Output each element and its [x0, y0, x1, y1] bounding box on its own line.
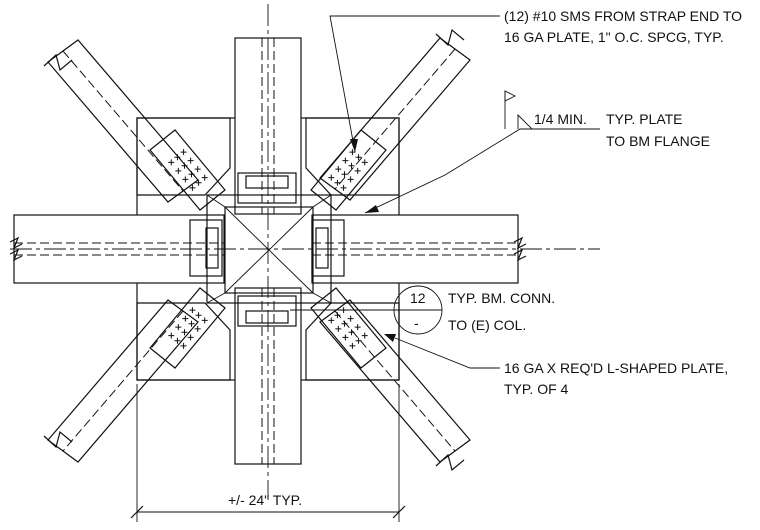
- sms-screw-mark: [175, 324, 182, 331]
- sms-screw-mark: [187, 157, 194, 164]
- centerlines: [10, 4, 600, 500]
- sms-screw-mark: [340, 184, 347, 191]
- sms-screw-mark: [188, 171, 195, 178]
- sms-screw-mark: [355, 337, 362, 344]
- sms-screw-mark: [349, 149, 356, 156]
- strap-nw: [43, 39, 199, 203]
- sms-screw-mark: [182, 176, 189, 183]
- sms-screw-mark: [354, 167, 361, 174]
- weld-size-text: 1/4 MIN.: [534, 111, 587, 127]
- leader-weld: [364, 90, 600, 214]
- l-plate-sw: [136, 287, 231, 381]
- sms-screw-mark: [175, 167, 182, 174]
- note-sms-line1: (12) #10 SMS FROM STRAP END TO: [504, 8, 742, 24]
- sms-screw-mark: [174, 154, 181, 161]
- leader-sms: [329, 15, 500, 153]
- sms-screw-mark: [180, 149, 187, 156]
- dimension-24in: +/- 24" TYP.: [130, 384, 406, 522]
- sms-screw-mark: [342, 157, 349, 164]
- sms-screw-mark: [174, 337, 181, 344]
- callout-sheet: -: [414, 315, 419, 331]
- sms-screw-mark: [348, 162, 355, 169]
- l-plate-nw: [136, 117, 231, 211]
- sms-screw-mark: [195, 312, 202, 319]
- sms-screw-mark: [189, 307, 196, 314]
- sms-screw-mark: [188, 320, 195, 327]
- sms-screw-mark: [181, 162, 188, 169]
- sms-screw-mark: [334, 312, 341, 319]
- sms-screw-mark: [328, 174, 335, 181]
- sms-screw-mark: [341, 320, 348, 327]
- sms-screw-mark: [347, 176, 354, 183]
- note-plate-line2: TYP. OF 4: [504, 381, 569, 397]
- note-weld-line2: TO BM FLANGE: [606, 133, 710, 149]
- sms-screw-mark: [342, 334, 349, 341]
- sms-screw-pattern: [168, 149, 368, 349]
- note-conn-line2: TO (E) COL.: [448, 317, 526, 333]
- dimension-text: +/- 24" TYP.: [228, 492, 302, 508]
- sms-screw-mark: [355, 154, 362, 161]
- sms-screw-mark: [180, 342, 187, 349]
- sms-screw-mark: [361, 159, 368, 166]
- sms-screw-mark: [201, 317, 208, 324]
- sms-screw-mark: [354, 324, 361, 331]
- sms-screw-mark: [182, 315, 189, 322]
- l-plate-se: [305, 287, 400, 381]
- sms-screw-mark: [341, 171, 348, 178]
- note-conn-line1: TYP. BM. CONN.: [448, 290, 555, 306]
- note-plate-line1: 16 GA X REQ'D L-SHAPED PLATE,: [504, 360, 728, 376]
- sms-screw-mark: [194, 166, 201, 173]
- note-weld-line1: TYP. PLATE: [606, 111, 683, 127]
- sms-screw-mark: [335, 166, 342, 173]
- note-sms-line2: 16 GA PLATE, 1" O.C. SPCG, TYP.: [504, 29, 724, 45]
- strap-se: [319, 299, 471, 472]
- sms-screw-mark: [168, 332, 175, 339]
- sms-screw-mark: [334, 179, 341, 186]
- sms-screw-mark: [168, 159, 175, 166]
- sms-screw-mark: [348, 329, 355, 336]
- sms-screw-mark: [181, 329, 188, 336]
- strap-sw: [43, 299, 199, 463]
- sms-screw-mark: [328, 317, 335, 324]
- sms-screw-mark: [194, 325, 201, 332]
- sms-screw-mark: [195, 179, 202, 186]
- sms-screw-mark: [349, 342, 356, 349]
- beam-bottom: [234, 287, 302, 465]
- beam-right: [311, 214, 527, 284]
- sms-screw-mark: [187, 334, 194, 341]
- sms-screw-mark: [347, 315, 354, 322]
- sms-screw-mark: [335, 325, 342, 332]
- sms-screw-mark: [201, 174, 208, 181]
- sms-screw-mark: [361, 332, 368, 339]
- sms-screw-mark: [189, 184, 196, 191]
- l-plate-ne: [305, 117, 400, 211]
- leader-plate: [384, 334, 500, 369]
- leader-conn: 12 -: [290, 285, 443, 335]
- callout-number: 12: [410, 290, 426, 306]
